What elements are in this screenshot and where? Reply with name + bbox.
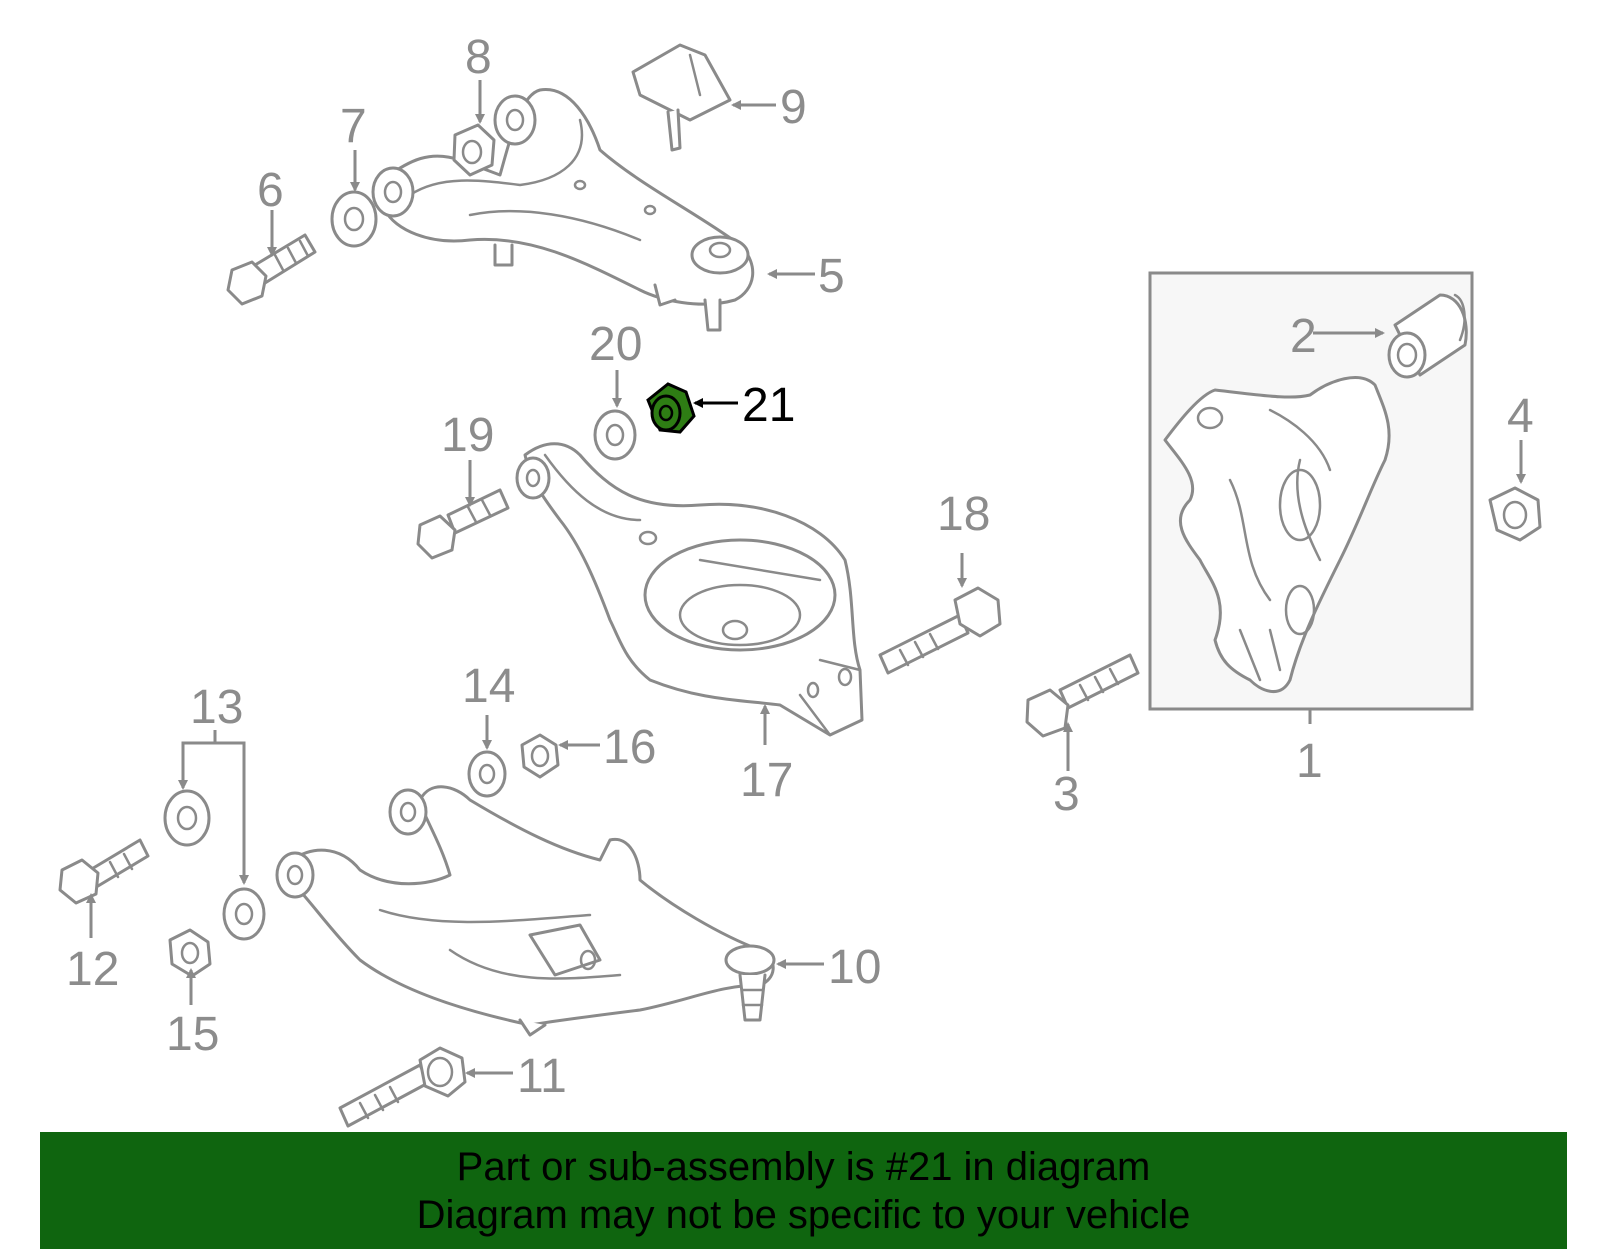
bolt-6 [226, 233, 317, 306]
nut-15 [168, 928, 212, 978]
callout-7: 7 [340, 100, 367, 153]
info-banner: Part or sub-assembly is #21 in diagram D… [40, 1132, 1567, 1249]
bushing-2 [1387, 293, 1468, 379]
callout-13: 13 [190, 681, 243, 734]
banner-line-part-number: Part or sub-assembly is #21 in diagram [456, 1145, 1151, 1189]
nut-16 [520, 733, 560, 779]
callout-5: 5 [818, 250, 845, 303]
callout-4: 4 [1507, 390, 1534, 443]
callout-2: 2 [1290, 310, 1317, 363]
callout-15: 15 [166, 1008, 219, 1061]
bolt-12 [58, 838, 150, 905]
nut-8 [452, 123, 496, 177]
callout-19: 19 [441, 409, 494, 462]
callout-8: 8 [465, 31, 492, 84]
washer-7 [330, 190, 378, 248]
washer-13-lower [222, 887, 266, 941]
callout-20: 20 [589, 318, 642, 371]
callout-11: 11 [517, 1050, 567, 1103]
lower-control-arm-10 [275, 785, 776, 1037]
washer-20 [593, 409, 637, 461]
bolt-19 [416, 488, 510, 560]
washer-13-upper [163, 789, 211, 847]
bolt-3 [1025, 653, 1140, 738]
bracket-9 [631, 43, 732, 152]
callout-1: 1 [1296, 735, 1323, 788]
banner-line-disclaimer: Diagram may not be specific to your vehi… [416, 1193, 1191, 1237]
leader-lines [86, 80, 1526, 1078]
bolt-11 [338, 1046, 467, 1128]
lower-control-arm-17 [515, 442, 864, 737]
callout-3: 3 [1053, 768, 1080, 821]
callout-6: 6 [257, 164, 284, 217]
callout-12: 12 [66, 943, 119, 996]
nut-4 [1488, 486, 1542, 542]
bolt-18 [878, 586, 1002, 675]
callout-labels: 1 2 3 4 5 6 7 8 9 10 11 12 13 14 15 16 1… [66, 31, 1534, 1103]
nut-21-highlighted [646, 382, 696, 434]
callout-18: 18 [937, 488, 990, 541]
callout-9: 9 [780, 81, 807, 134]
callout-17: 17 [740, 754, 793, 807]
callout-10: 10 [828, 941, 881, 994]
callout-14: 14 [462, 660, 515, 713]
upper-control-arm [371, 88, 755, 332]
callout-21-highlighted: 21 [742, 379, 795, 432]
washer-14 [467, 750, 507, 798]
callout-16: 16 [603, 721, 656, 774]
